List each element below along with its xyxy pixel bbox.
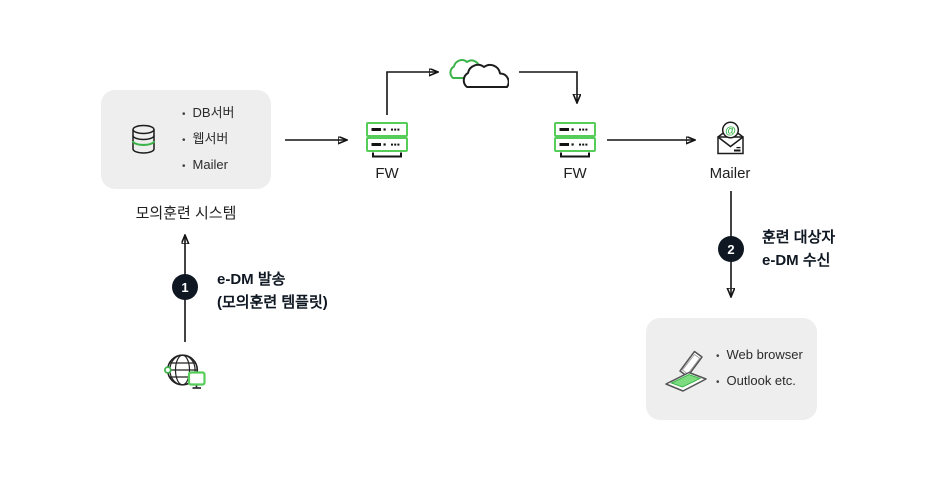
system-services-list: DB서버 웹서버 Mailer	[182, 101, 235, 179]
system-caption: 모의훈련 시스템	[135, 205, 237, 222]
arrow-fw1-to-cloud	[386, 72, 437, 115]
step1-badge: 1	[172, 274, 198, 300]
system-panel: DB서버 웹서버 Mailer	[101, 90, 271, 189]
globe-icon	[164, 354, 206, 389]
cloud-icon	[449, 59, 509, 88]
laptop-icon	[665, 350, 707, 392]
globe-node-dot	[164, 366, 172, 374]
client-apps-list: Web browser Outlook etc.	[716, 343, 803, 395]
fw2-label: FW	[563, 165, 587, 182]
step2-line1: 훈련 대상자	[762, 229, 836, 246]
at-glyph: @	[725, 125, 736, 137]
client-app-item: Outlook etc.	[716, 369, 803, 395]
service-item: Mailer	[182, 153, 235, 179]
step1-line2: (모의훈련 템플릿)	[217, 294, 328, 311]
monitor-glyph	[187, 371, 206, 386]
service-item: 웹서버	[182, 127, 235, 153]
client-panel: Web browser Outlook etc.	[646, 318, 817, 420]
cloud-front	[462, 63, 509, 88]
firewall-icon	[366, 122, 408, 158]
step2-badge: 2	[718, 236, 744, 262]
mail-at-icon: @	[717, 121, 744, 155]
fw1-label: FW	[375, 165, 399, 182]
step1-text: e-DM 발송 (모의훈련 템플릿)	[217, 268, 328, 314]
mailer-label: Mailer	[709, 165, 751, 182]
client-app-item: Web browser	[716, 343, 803, 369]
arrow-cloud-to-fw2	[519, 71, 577, 102]
step2-text: 훈련 대상자 e-DM 수신	[762, 226, 835, 272]
database-icon	[132, 124, 155, 154]
step2-line2: e-DM 수신	[762, 252, 831, 269]
service-item: DB서버	[182, 101, 235, 127]
firewall-icon	[554, 122, 596, 158]
step1-line1: e-DM 발송	[217, 271, 286, 288]
